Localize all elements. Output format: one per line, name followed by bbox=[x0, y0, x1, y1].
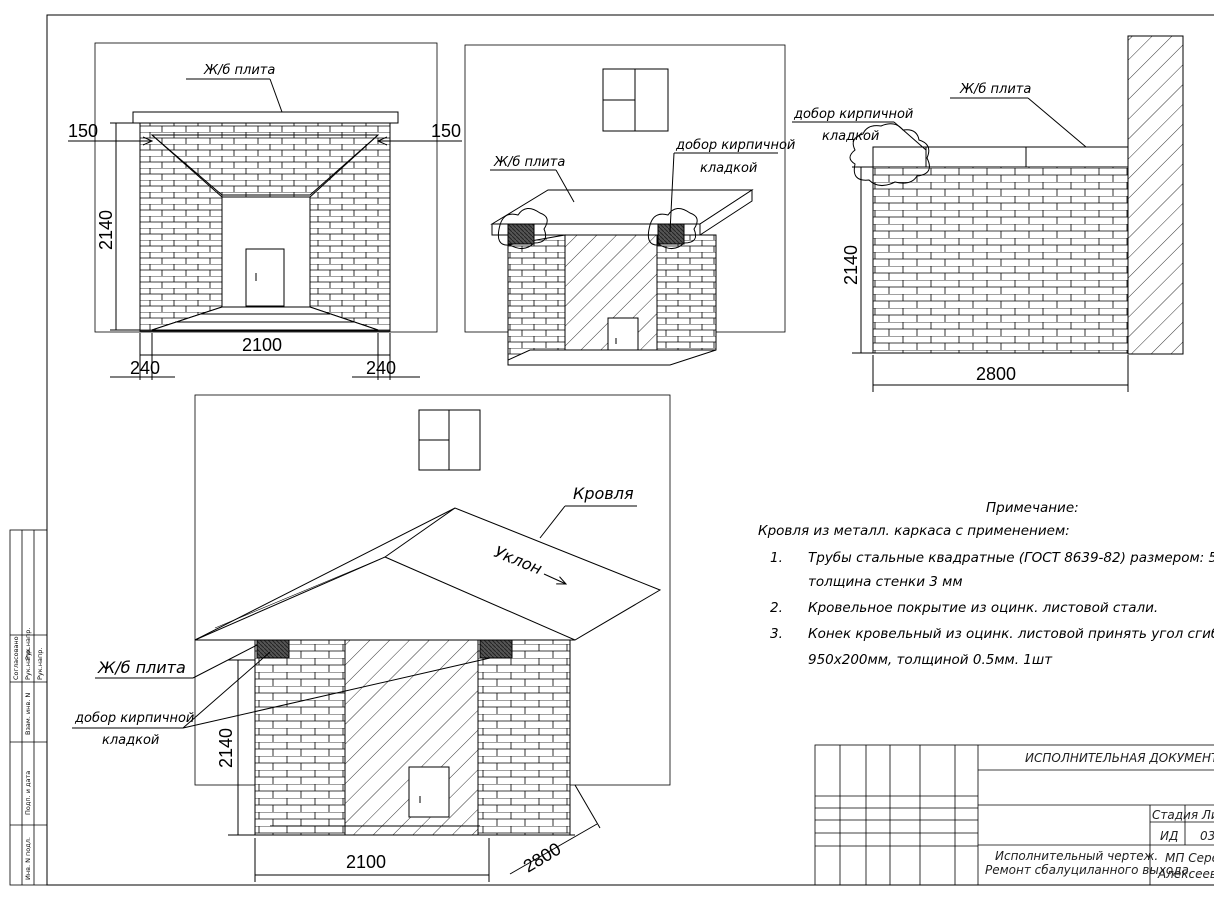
side-slab bbox=[872, 146, 1129, 168]
note-2-num: 2. bbox=[770, 600, 783, 616]
front-view: Ж/б плита 150 150 2140 2100 240 240 bbox=[68, 42, 462, 380]
note-2-line1: Кровельное покрытие из оцинк. листовой с… bbox=[808, 600, 1158, 616]
roof-dim-depth: 2800 bbox=[520, 839, 565, 877]
side-stamp-cell-5: Подп. и дата bbox=[24, 771, 32, 815]
iso-brick-label-1: добор кирпичной bbox=[675, 138, 795, 153]
front-dim-height: 2140 bbox=[96, 210, 116, 250]
iso-view: Ж/б плита добор кирпичной кладкой bbox=[464, 44, 795, 366]
roof-dim-height: 2140 bbox=[216, 728, 236, 768]
title-block-stage-header: Стадия Лист bbox=[1152, 808, 1214, 822]
side-dim-height: 2140 bbox=[841, 245, 861, 285]
front-door bbox=[245, 248, 285, 307]
title-block bbox=[814, 744, 1214, 886]
side-stamp-cell-1: Рук.напр. bbox=[24, 648, 32, 680]
side-view: добор кирпичной кладкой Ж/б плита 2140 2… bbox=[792, 35, 1184, 392]
side-stamp-cell-6: Инв. N подл. bbox=[24, 837, 32, 880]
roof-label: Кровля bbox=[573, 484, 634, 503]
roof-slab-label: Ж/б плита bbox=[97, 658, 186, 677]
note-3-line1: Конек кровельный из оцинк. листовой прин… bbox=[808, 626, 1214, 642]
iso-slab-label: Ж/б плита bbox=[493, 155, 565, 170]
note-3-line2: 950х200мм, толщиной 0.5мм. 1шт bbox=[808, 652, 1053, 668]
side-stamp-cell-4: Взам. инв. N bbox=[24, 693, 32, 735]
front-dim-width: 2100 bbox=[242, 335, 282, 355]
roof-brick-label-1: добор кирпичной bbox=[74, 711, 194, 726]
note-1-line2: толщина стенки 3 мм bbox=[808, 574, 963, 590]
iso-brick-label-2: кладкой bbox=[700, 161, 757, 176]
roof-brick-infill-right bbox=[479, 639, 513, 659]
roof-view: Кровля Уклон Ж/б плита добор кирпичной к… bbox=[72, 394, 671, 882]
note-1-line1: Трубы стальные квадратные (ГОСТ 8639-82)… bbox=[808, 550, 1214, 566]
side-brick-label-1: добор кирпичной bbox=[793, 107, 913, 122]
title-block-drawing-title-1: Исполнительный чертеж. bbox=[995, 849, 1158, 863]
side-brick-label-2: кладкой bbox=[822, 129, 879, 144]
iso-brick-infill-right bbox=[657, 223, 685, 245]
sheet-frame bbox=[46, 14, 1214, 886]
side-slab-label: Ж/б плита bbox=[959, 82, 1031, 97]
note-1-num: 1. bbox=[770, 550, 783, 566]
front-dim-right: 150 bbox=[431, 121, 461, 141]
side-stamp-cell-3: Рук.напр. bbox=[24, 628, 32, 660]
front-slab-label: Ж/б плита bbox=[203, 63, 275, 78]
side-stamp-cell-0: Согласовано bbox=[12, 636, 20, 680]
notes: Примечание: Кровля из металл. каркаса с … bbox=[758, 500, 1214, 668]
side-stamp-cell-2: Рук.напр. bbox=[36, 648, 44, 680]
roof-dim-width: 2100 bbox=[346, 852, 386, 872]
note-3-num: 3. bbox=[770, 626, 783, 642]
notes-intro: Кровля из металл. каркаса с применением: bbox=[758, 523, 1070, 539]
front-dim-wall-right: 240 bbox=[366, 358, 396, 378]
side-stamp bbox=[9, 529, 48, 886]
side-brick-wall bbox=[872, 166, 1129, 354]
iso-brick-infill-left bbox=[507, 223, 535, 245]
roof-brick-infill-left bbox=[256, 639, 290, 659]
side-dim-length: 2800 bbox=[976, 364, 1016, 384]
title-block-drawing-title-2: Ремонт сбалуциланного выхода. bbox=[985, 863, 1193, 877]
front-dim-wall-left: 240 bbox=[130, 358, 160, 378]
title-block-stage: ИД bbox=[1160, 829, 1178, 843]
front-slab bbox=[132, 111, 399, 124]
notes-title: Примечание: bbox=[986, 500, 1079, 516]
side-adjacent-wall bbox=[1127, 35, 1184, 355]
title-block-org2: Алексеевна bbox=[1157, 867, 1214, 881]
title-block-sheet: 03 bbox=[1200, 829, 1214, 843]
title-block-org: МП Серебр bbox=[1165, 851, 1214, 865]
roof-brick-label-2: кладкой bbox=[102, 733, 159, 748]
front-dim-left: 150 bbox=[68, 121, 98, 141]
roof-door bbox=[408, 766, 450, 818]
title-block-heading: ИСПОЛНИТЕЛЬНАЯ ДОКУМЕНТАЦИ bbox=[1025, 751, 1214, 765]
front-view-frame bbox=[94, 42, 438, 333]
